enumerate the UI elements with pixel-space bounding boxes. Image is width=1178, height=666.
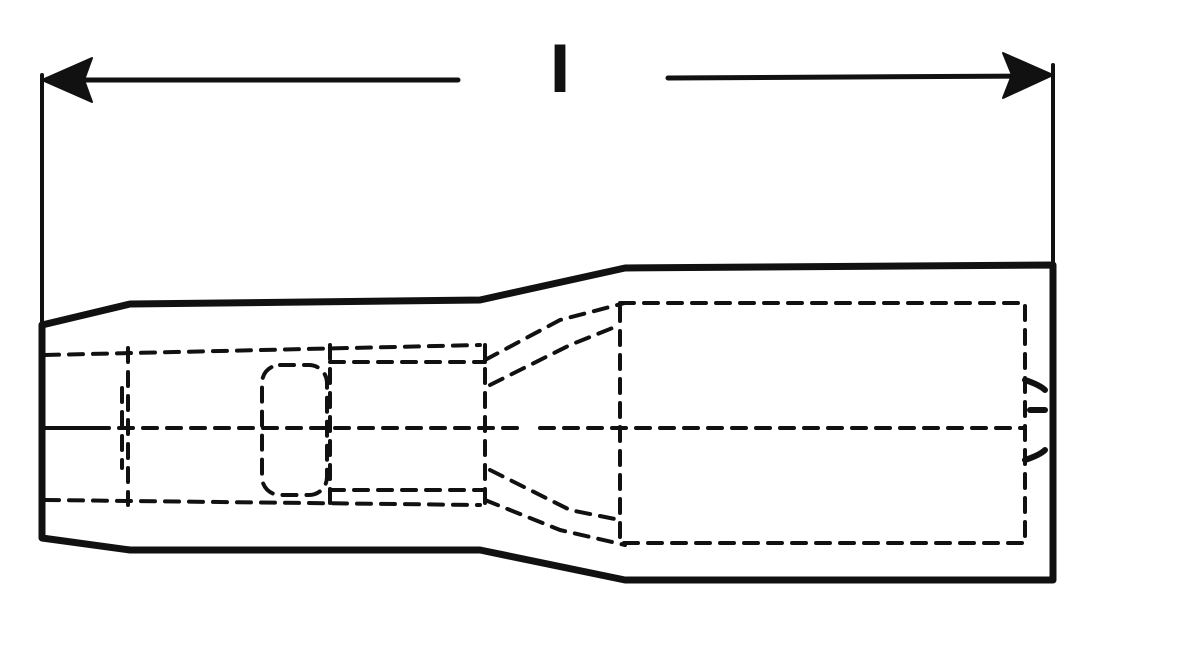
terminal-outline bbox=[38, 261, 1057, 584]
dimension-label: l bbox=[549, 34, 571, 107]
arrowhead-right bbox=[1002, 52, 1054, 99]
hidden-lines bbox=[43, 301, 1027, 547]
arrowhead-left bbox=[41, 57, 93, 103]
dimension-line-right bbox=[665, 73, 1043, 81]
detent-notches bbox=[1022, 377, 1048, 463]
